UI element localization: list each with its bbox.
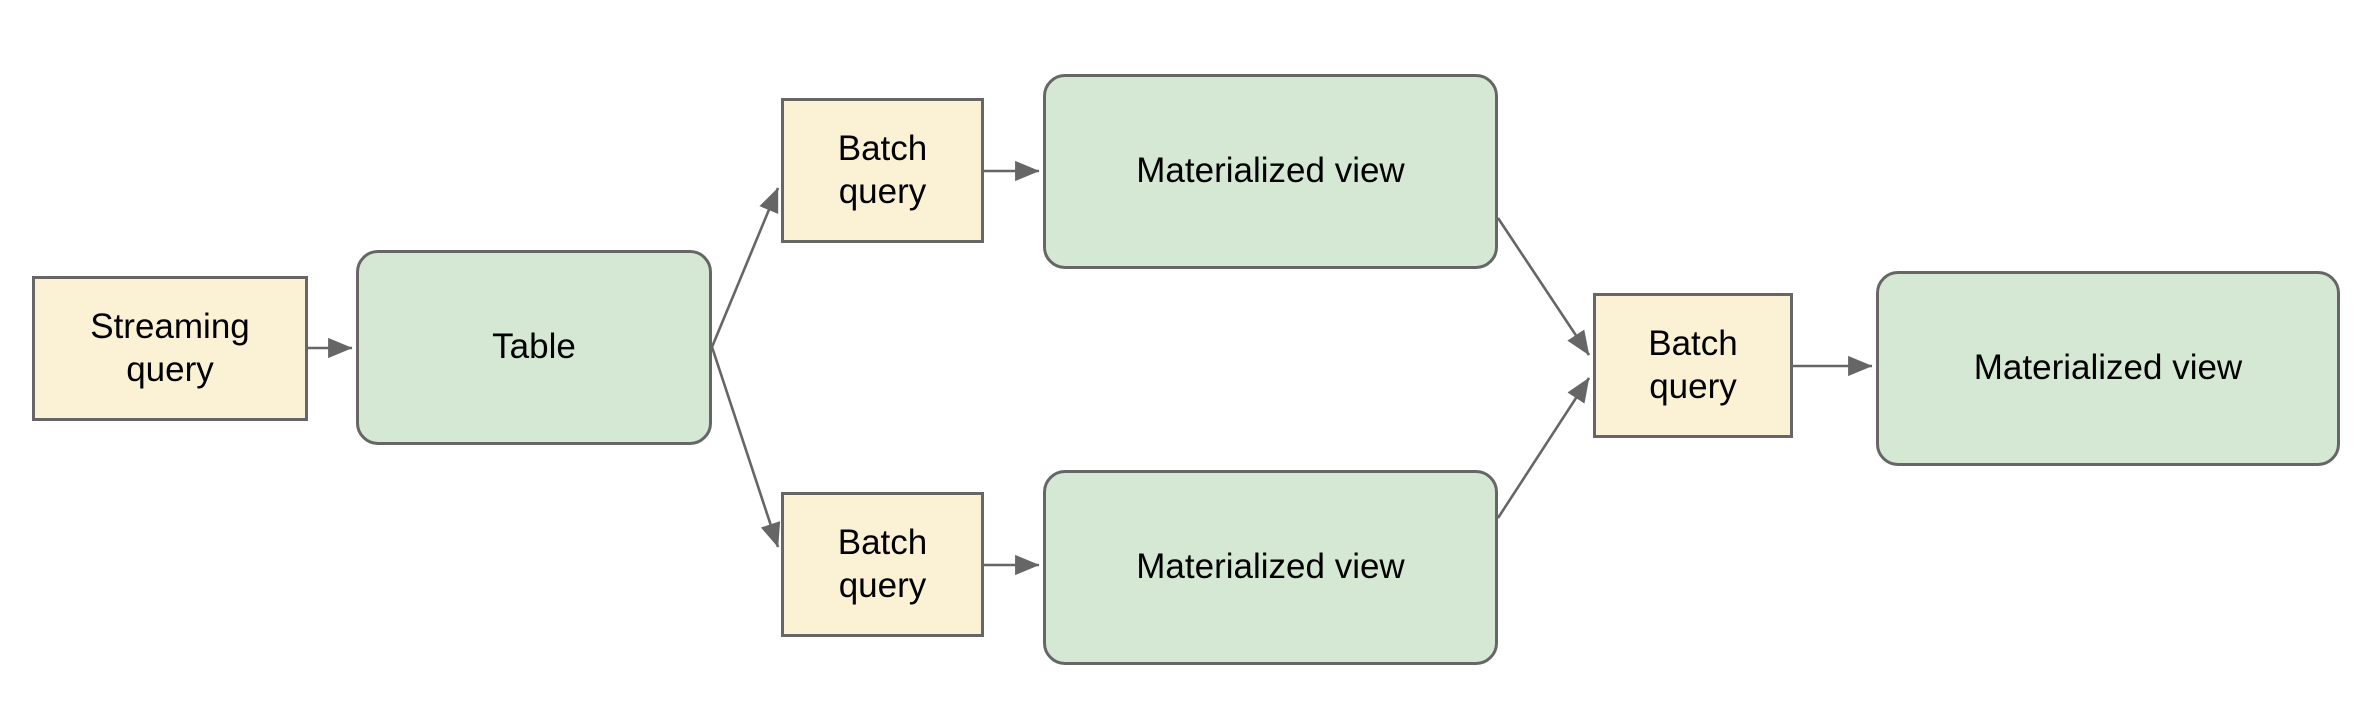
node-materialized-view-bottom[interactable]: Materialized view <box>1043 470 1498 665</box>
node-materialized-view-top[interactable]: Materialized view <box>1043 74 1498 269</box>
node-batch-query-top-label: Batch query <box>837 128 928 211</box>
node-materialized-view-final-label: Materialized view <box>1973 348 2243 388</box>
node-materialized-view-bottom-label: Materialized view <box>1136 547 1405 587</box>
node-batch-query-bottom-label: Batch query <box>837 522 928 605</box>
node-materialized-view-final[interactable]: Materialized view <box>1876 271 2340 466</box>
node-streaming-query[interactable]: Streaming query <box>32 276 308 421</box>
node-batch-query-merge-label: Batch query <box>1648 323 1738 406</box>
node-batch-query-bottom[interactable]: Batch query <box>781 492 984 637</box>
edge-table-to-batch-bottom <box>710 346 781 548</box>
node-materialized-view-top-label: Materialized view <box>1136 151 1405 191</box>
edge-view-bottom-to-merge <box>1496 377 1591 519</box>
node-batch-query-merge[interactable]: Batch query <box>1593 293 1793 438</box>
node-table[interactable]: Table <box>356 250 712 445</box>
node-batch-query-top[interactable]: Batch query <box>781 98 984 243</box>
edge-table-to-batch-top <box>710 187 780 348</box>
edge-view-top-to-merge <box>1496 217 1591 356</box>
node-streaming-query-label: Streaming query <box>90 306 250 389</box>
node-table-label: Table <box>492 327 576 367</box>
